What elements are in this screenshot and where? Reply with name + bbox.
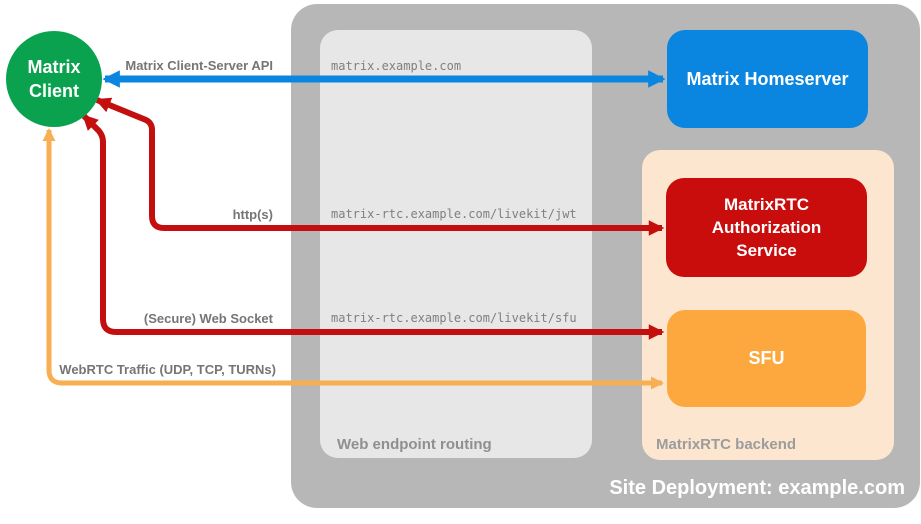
label-matrix-client-server-api: Matrix Client-Server API <box>125 58 273 73</box>
endpoint-matrix-example-com: matrix.example.com <box>331 59 462 73</box>
matrixrtc-authorization-service-node: MatrixRTC Authorization Service <box>666 178 867 277</box>
label-webrtc-traffic: WebRTC Traffic (UDP, TCP, TURNs) <box>59 362 276 377</box>
sfu-label: SFU <box>748 348 785 368</box>
matrix-client-label-line2: Client <box>28 81 79 101</box>
endpoint-livekit-sfu: matrix-rtc.example.com/livekit/sfu <box>331 311 577 325</box>
matrix-client-node: Matrix Client <box>6 31 102 127</box>
endpoint-livekit-jwt: matrix-rtc.example.com/livekit/jwt <box>331 207 577 221</box>
site-deployment-caption: Site Deployment: example.com <box>609 477 905 499</box>
matrix-client-label-line1: Matrix <box>27 57 81 77</box>
sfu-node: SFU <box>667 310 866 407</box>
web-endpoint-routing-panel <box>320 30 592 458</box>
matrix-homeserver-label: Matrix Homeserver <box>686 68 849 89</box>
matrixrtc-authorization-service-label: MatrixRTC Authorization Service <box>711 195 822 260</box>
label-secure-web-socket: (Secure) Web Socket <box>143 311 273 326</box>
web-endpoint-routing-caption: Web endpoint routing <box>337 436 492 453</box>
matrixrtc-backend-caption: MatrixRTC backend <box>656 436 797 453</box>
matrix-homeserver-node: Matrix Homeserver <box>667 30 868 128</box>
label-https: http(s) <box>232 207 273 222</box>
